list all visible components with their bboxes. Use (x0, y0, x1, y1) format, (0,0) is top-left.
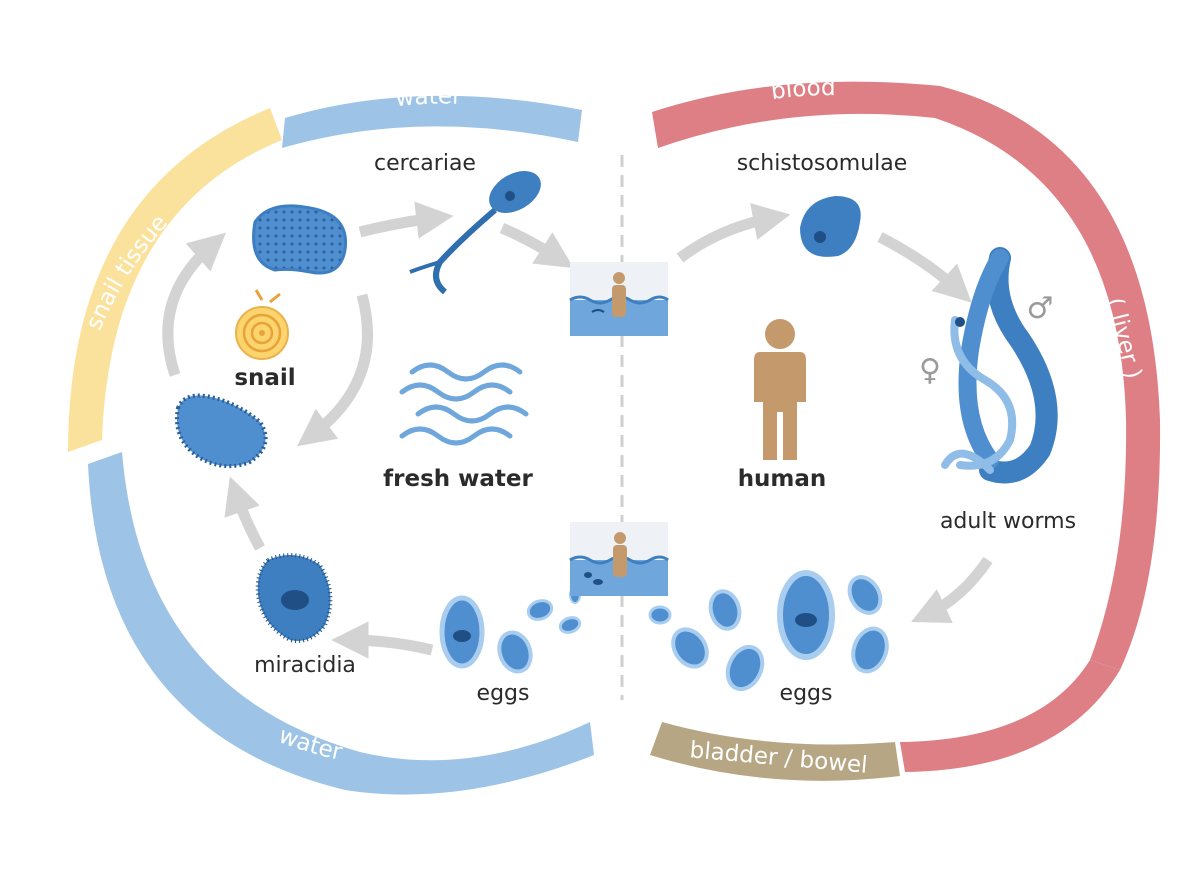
arrow-worms-to-eggs (911, 556, 993, 623)
schistosomulae-icon (800, 196, 861, 257)
human-label: human (738, 466, 827, 492)
arrow-miracidia-to-snail (224, 476, 265, 551)
miracidia-icon (255, 553, 333, 643)
schistosomulae-label: schistosomulae (737, 151, 908, 176)
ring-water-bottom (88, 452, 594, 795)
miracidia-label: miracidia (254, 653, 356, 678)
arrow-sporocyst-to-cercariae (358, 201, 454, 239)
arrow-cercariae-to-water (499, 222, 574, 269)
arrow-water-to-schistosomulae (676, 203, 791, 263)
arrow-snail-left-up (162, 232, 226, 377)
ring-bladder-bowel-bottom (650, 722, 900, 781)
ring-snail-tissue (68, 108, 282, 452)
cercariae-icon (409, 171, 541, 295)
arrow-schistosomulae-to-worms (877, 232, 972, 303)
sporocyst-top-icon (252, 204, 348, 275)
ring-water-top (282, 95, 582, 148)
eggs-right-icon (648, 570, 889, 692)
snail-icon (235, 289, 289, 360)
cercariae-label: cercariae (374, 151, 476, 176)
arrow-eggs-to-miracidia (331, 621, 434, 659)
ring-segments (68, 81, 1161, 795)
fresh-water-label: fresh water (383, 466, 533, 492)
ring-blood (652, 81, 1161, 671)
human-icon (754, 319, 806, 460)
snail-label: snail (234, 365, 295, 391)
eggs-left-label: eggs (477, 681, 530, 706)
ring-bladder-bowel-right (900, 660, 1120, 772)
cycle-arrows (162, 201, 993, 659)
sporocyst-bottom-icon (175, 393, 268, 469)
female-symbol-icon: ♀ (919, 353, 941, 388)
adult-worms-label: adult worms (940, 509, 1076, 534)
eggs-left-icon (439, 586, 582, 674)
ring-label-blood: blood (769, 75, 835, 105)
arrow-snail-right-down (297, 293, 373, 447)
fresh-water-waves-icon (399, 362, 529, 446)
eggs-right-label: eggs (780, 681, 833, 706)
ring-label-water-top: water (394, 84, 462, 112)
adult-worms-icon (941, 247, 1058, 484)
water-scene-top-icon (569, 262, 669, 336)
water-scene-bottom-icon (569, 522, 669, 596)
male-symbol-icon: ♂ (1027, 291, 1054, 326)
